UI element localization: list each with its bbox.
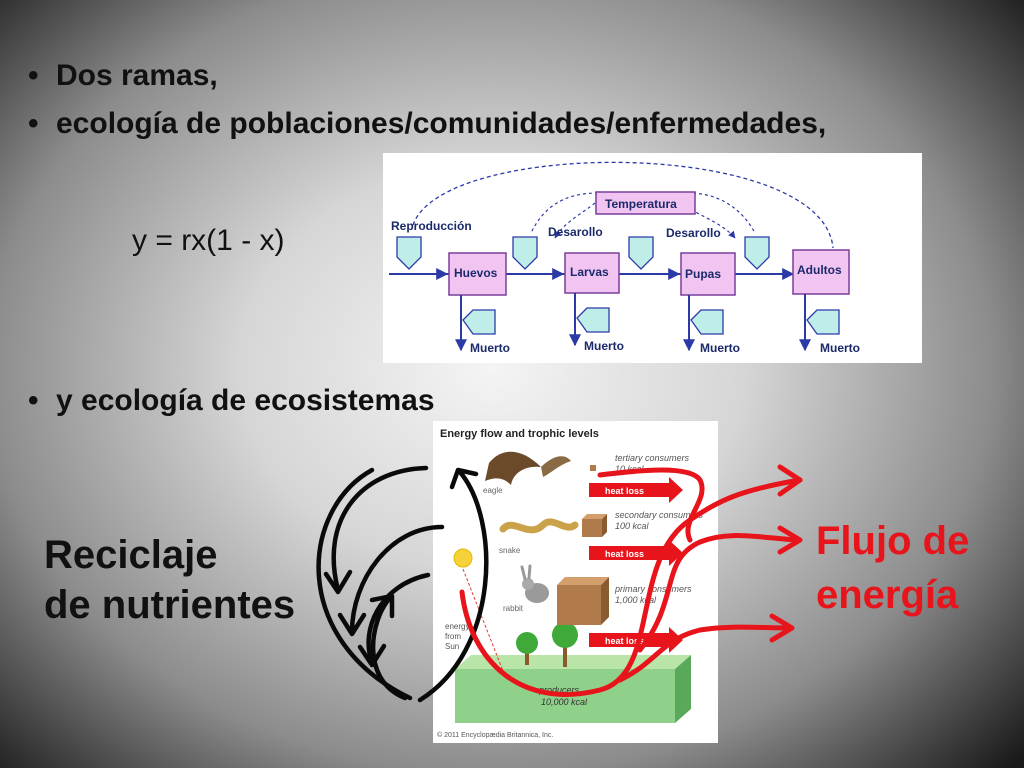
energy-pyramid-svg: Energy flow and trophic levels producers…: [437, 428, 704, 739]
energy-text-label: Sun: [445, 642, 459, 651]
bullet-item: •y ecología de ecosistemas: [28, 384, 435, 417]
stage-box-pupae: [680, 252, 736, 296]
sunlight-ray: [462, 568, 504, 672]
death-label: Muerto: [470, 341, 510, 355]
stage-label: Huevos: [454, 266, 498, 280]
svg-text:heat loss: heat loss: [605, 636, 644, 646]
logistic-equation: y = rx(1 - x): [132, 224, 285, 257]
stage-box-adults: [792, 249, 850, 295]
tree-icon: [516, 622, 578, 667]
svg-text:rabbit: rabbit: [503, 604, 524, 613]
temperature-arc: [554, 202, 596, 239]
death-valve-icon: [576, 307, 610, 333]
nutrient-arrow: [369, 593, 408, 701]
producers-label: producers: [538, 685, 580, 695]
nutrient-arrow: [337, 524, 445, 637]
bullet-text: y ecología de ecosistemas: [56, 384, 435, 417]
sun-icon: [453, 548, 473, 568]
heat-loss-arrow: heat loss: [589, 477, 683, 503]
energy-flow-arrow: [617, 624, 793, 683]
rate-valve-icon: [512, 236, 538, 270]
energy-text-label: from: [445, 632, 461, 641]
rabbit-icon: rabbit: [503, 564, 549, 613]
energy-flow-label: Flujo de energía: [816, 514, 969, 622]
population-diagram: Reproducción Temperatura Desarollo Desar…: [383, 153, 922, 363]
nutrient-label-line2: de nutrientes: [44, 583, 296, 627]
energy-cube: [590, 465, 596, 471]
snake-icon: snake: [499, 518, 579, 555]
temperature-box: [595, 191, 696, 215]
feedback-arc: [412, 161, 834, 249]
energy-flow-arrow: [597, 467, 705, 543]
temperature-arc: [530, 192, 599, 234]
death-label: Muerto: [700, 341, 740, 355]
nutrient-arrow: [357, 572, 431, 668]
energy-flow-arrow: [459, 477, 803, 697]
bullet-item: •ecología de poblaciones/comunidades/enf…: [28, 107, 827, 140]
rate-valve-icon: [396, 236, 422, 270]
energy-pyramid-diagram: Energy flow and trophic levels producers…: [433, 421, 718, 743]
death-label: Muerto: [584, 339, 624, 353]
stage-label: Larvas: [570, 265, 609, 279]
level-name: tertiary consumers: [615, 453, 690, 463]
energy-flow-arrow: [637, 533, 801, 653]
svg-text:snake: snake: [499, 546, 521, 555]
svg-text:heat loss: heat loss: [605, 549, 644, 559]
nutrient-arrow: [323, 465, 429, 595]
energy-arrowhead: [777, 525, 803, 555]
energy-label-line1: Flujo de: [816, 519, 970, 563]
death-valve-icon: [806, 309, 840, 335]
svg-text:heat loss: heat loss: [605, 486, 644, 496]
copyright-text: © 2011 Encyclopædia Britannica, Inc.: [437, 731, 553, 739]
nutrient-arrow: [316, 467, 413, 701]
energy-label-line2: energía: [816, 573, 959, 617]
temperature-label: Temperatura: [605, 197, 677, 211]
nutrient-arrow: [417, 467, 489, 703]
level-name: secondary consumers: [615, 510, 704, 520]
level-kcal: 100 kcal: [615, 521, 650, 531]
nutrient-label-line1: Reciclaje: [44, 533, 218, 577]
stage-box-eggs: [448, 252, 507, 296]
producers-kcal: 10,000 kcal: [541, 697, 588, 707]
reproduction-label: Reproducción: [391, 219, 472, 233]
death-label: Muerto: [820, 341, 860, 355]
bullet-list: •Dos ramas, •ecología de poblaciones/com…: [28, 52, 826, 148]
population-diagram-svg: Reproducción Temperatura Desarollo Desar…: [389, 161, 860, 355]
eagle-icon: eagle: [483, 451, 571, 495]
energy-arrowhead: [769, 613, 795, 643]
bullet-text: Dos ramas,: [56, 59, 218, 92]
bullet-item: •Dos ramas,: [28, 59, 218, 92]
stage-label: Pupas: [685, 267, 721, 281]
energy-arrowhead: [777, 464, 803, 497]
temperature-arc: [680, 202, 736, 239]
development-label: Desarollo: [548, 225, 603, 239]
stage-box-larvae: [564, 252, 620, 294]
death-valve-icon: [462, 309, 496, 335]
bullet-text: ecología de poblaciones/comunidades/enfe…: [56, 107, 827, 140]
energy-diagram-title: Energy flow and trophic levels: [440, 428, 599, 440]
temperature-arc: [692, 192, 756, 234]
development-label: Desarollo: [666, 226, 721, 240]
energy-cube: [557, 577, 609, 625]
heat-loss-arrow: heat loss: [589, 540, 683, 566]
rate-valve-icon: [744, 236, 770, 270]
svg-text:eagle: eagle: [483, 486, 503, 495]
level-kcal: 1,000 kcal: [615, 595, 657, 605]
stage-label: Adultos: [797, 263, 842, 277]
death-valve-icon: [690, 309, 724, 335]
energy-cube: [582, 514, 607, 537]
nutrient-recycling-label: Reciclaje de nutrientes: [44, 530, 295, 630]
rate-valve-icon: [628, 236, 654, 270]
energy-text-label: energy: [445, 622, 469, 631]
level-kcal: 10 kcal: [615, 464, 645, 474]
